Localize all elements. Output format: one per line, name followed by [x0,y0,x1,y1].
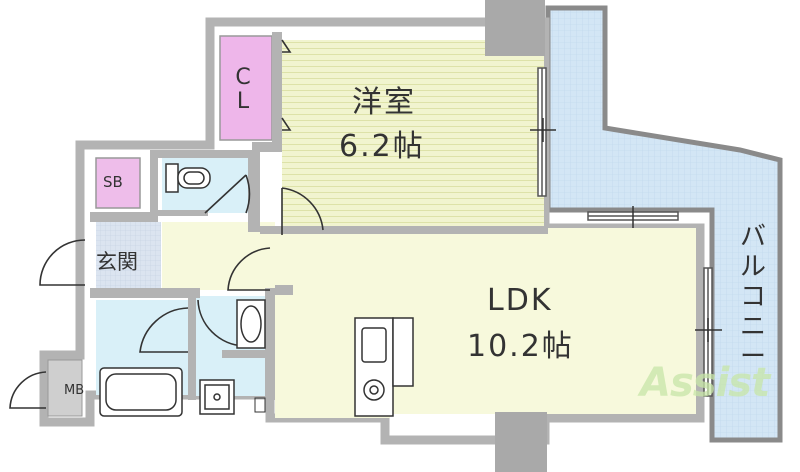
shower-icon [254,397,266,413]
bathtub-icon [99,367,183,417]
balcony-label-char: ー [739,342,766,372]
meter-box-label: MB [64,383,85,398]
closet-floor [219,35,273,141]
shoe-box [95,157,141,209]
shoe-box-label: SB [103,173,123,191]
balcony-label: バ ル コ ニ ー [738,222,768,372]
kitchen-counter-icon [354,317,414,417]
sink-icon [236,299,266,349]
balcony-label-char: ニ [739,312,766,342]
entrance-label: 玄関 [96,250,138,274]
western-room-floor [282,40,544,230]
washer-pan-icon [199,379,235,415]
meter-box [47,359,83,417]
column-bottom [495,412,547,472]
column-top [485,0,545,56]
western-room-area: 6.2帖 [339,129,425,164]
western-room-label: 洋室 [352,85,416,120]
balcony-label-char: ル [739,252,766,282]
hall-floor [162,222,275,290]
window-crosses [530,118,722,342]
ldk-floor [275,228,696,418]
balcony-label-char: バ [739,222,766,252]
ldk-area: 10.2帖 [467,329,574,364]
toilet-icon [165,163,211,193]
assist-logo-watermark: Assist [640,360,770,406]
entrance-floor [96,222,161,288]
balcony-label-char: コ [739,282,766,312]
balcony [545,5,783,443]
interior-walls [90,32,548,400]
ldk-label: LDK [487,283,553,318]
